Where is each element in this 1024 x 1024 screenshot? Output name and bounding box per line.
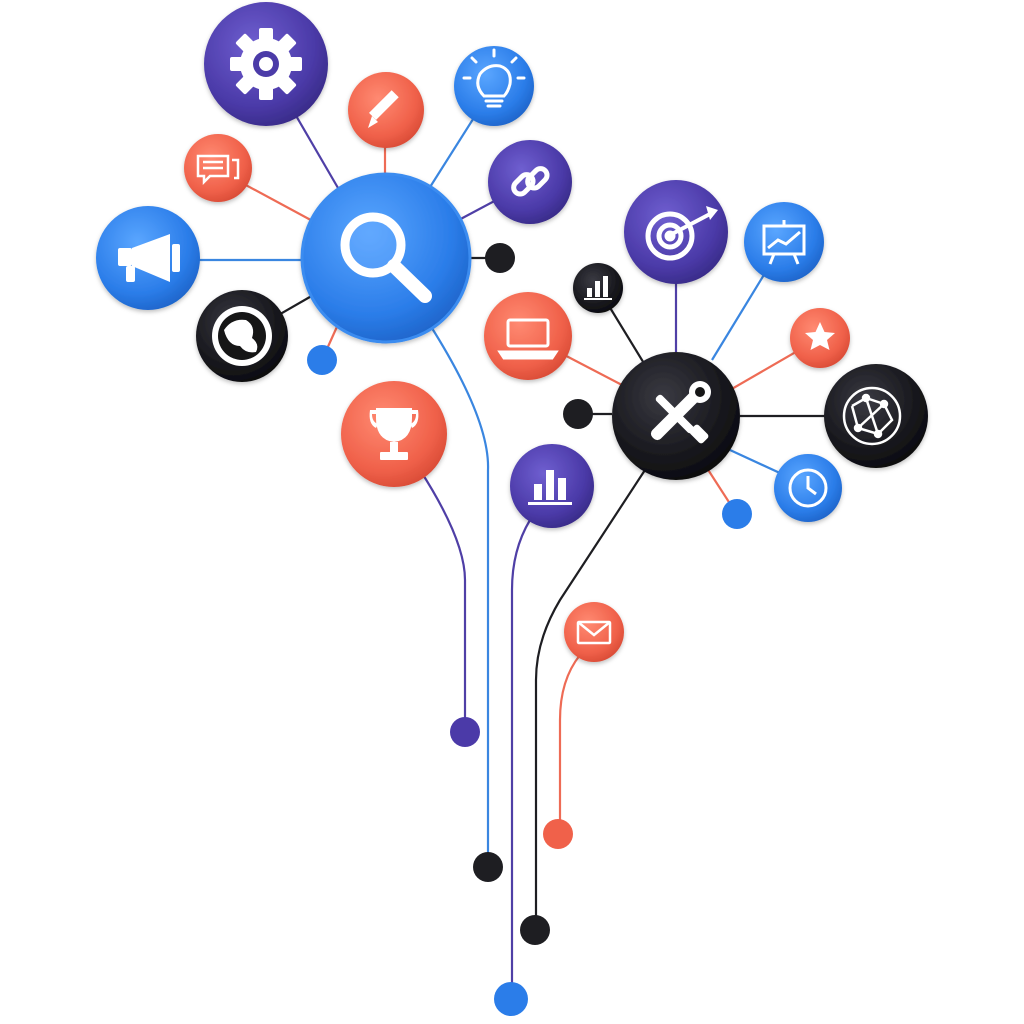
tools-hub[interactable] [612,352,740,480]
presentation-node[interactable] [744,202,824,282]
dot-black-end-2 [520,915,550,945]
trophy-node[interactable] [341,381,447,487]
clock-icon [788,468,828,508]
comments-node[interactable] [184,134,252,202]
star-icon [805,322,835,350]
envelope-icon [576,620,612,645]
chain-link-icon [511,166,550,197]
laptop-node[interactable] [484,292,572,380]
stem-mail-coral [558,654,581,835]
target-icon [645,206,718,261]
target-node[interactable] [624,180,728,284]
dot-black-end [473,852,503,882]
terminal-dots [307,243,752,1016]
announce-node[interactable] [96,206,200,310]
dot-blue-2 [722,499,752,529]
lightbulb-icon [462,48,526,108]
stem-analytics-purple [510,519,531,1000]
bar-chart-icon [528,470,572,505]
pencil-icon [368,90,399,128]
dot-purple-end [450,717,480,747]
gear-icon [230,28,302,100]
dot-blue [307,345,337,375]
trophy-icon [369,408,419,460]
stem-search-blue [429,324,490,865]
stem-tools-black [534,469,646,930]
search-icon [340,212,432,303]
analytics-node[interactable] [510,444,594,528]
mail-node[interactable] [564,602,624,662]
dot-blue-end [494,982,528,1016]
dot-coral-end [543,819,573,849]
small-chart-node[interactable] [573,263,623,313]
edit-node[interactable] [348,72,424,148]
dot-black-2 [563,399,593,429]
favorite-node[interactable] [790,308,850,368]
presentation-chart-icon [762,220,806,265]
megaphone-icon [118,234,180,282]
search-hub[interactable] [300,172,472,344]
laptop-icon [497,318,559,360]
chat-bubble-icon [196,154,240,186]
nodes [96,2,928,662]
network-node[interactable] [824,364,928,468]
stem-trophy-purple [419,469,467,730]
dot-black [485,243,515,273]
settings-node[interactable] [204,2,328,126]
clock-node[interactable] [774,454,842,522]
link-node[interactable] [488,140,572,224]
network-globe-icon [842,386,902,446]
bar-chart-icon [584,276,612,300]
globe-icon [212,306,272,366]
globe-node[interactable] [196,290,288,382]
wrench-screwdriver-icon [650,381,711,444]
idea-node[interactable] [454,46,534,126]
